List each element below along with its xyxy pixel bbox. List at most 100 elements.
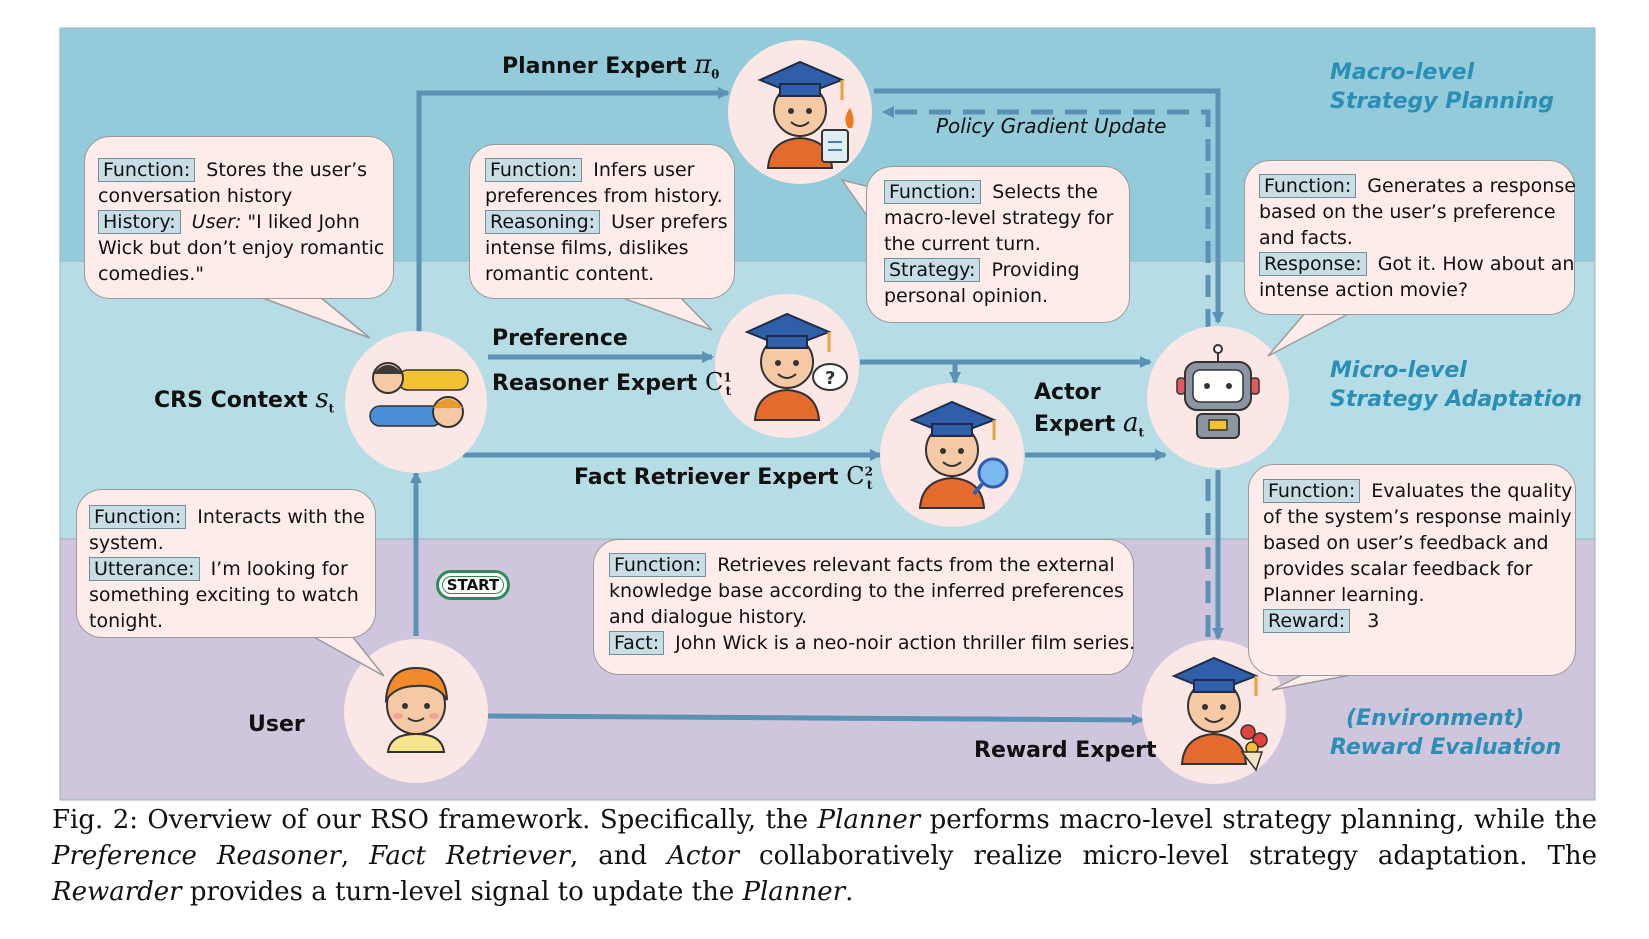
- bubble-line: something exciting to watch: [89, 582, 375, 608]
- bubble-fact: Function: Retrieves relevant facts from …: [593, 539, 1135, 675]
- arrow-crs-to-planner: [416, 87, 730, 332]
- bubble-line: Reasoning: User prefers: [485, 209, 734, 235]
- caption-italic: Fact Retriever: [369, 841, 570, 871]
- robot-icon: [1176, 344, 1260, 439]
- text-segment: Interacts with the: [191, 506, 365, 528]
- bubble-line: History: User: "I liked John: [98, 209, 393, 235]
- graduate-flowers-icon: [1171, 656, 1268, 772]
- figure-caption: Fig. 2: Overview of our RSO framework. S…: [52, 802, 1597, 910]
- caption-italic: Preference Reasoner: [52, 841, 341, 871]
- tail-actor: [1267, 311, 1353, 357]
- section-micro-line2: Strategy Adaptation: [1330, 387, 1583, 412]
- text-segment: I’m looking for: [204, 558, 348, 580]
- section-micro-line1: Micro-level: [1330, 358, 1467, 383]
- bubble-line: Response: Got it. How about an: [1259, 251, 1574, 277]
- bubble-line: preferences from history.: [485, 183, 734, 209]
- crs-label: CRS Context st: [154, 384, 334, 415]
- crs-symbol-sub: t: [328, 401, 335, 416]
- arrow-planner-to-actor: [874, 88, 1224, 324]
- planner-node: [728, 40, 872, 184]
- bubble-line: Fact: John Wick is a neo-noir action thr…: [609, 630, 1135, 656]
- section-reward: (Environment) Reward Evaluation: [1330, 704, 1561, 762]
- reward-node: [1142, 640, 1286, 784]
- field-tag: Response:: [1259, 252, 1367, 276]
- preference-symbol-sup: 1: [723, 370, 732, 385]
- fact-label: Fact Retriever Expert C2t: [574, 462, 873, 492]
- bubble-tails: [259, 178, 1357, 691]
- section-macro-line1: Macro-level: [1330, 60, 1475, 85]
- planner-label: Planner Expert πθ: [502, 50, 719, 81]
- text-segment: Generates a response: [1361, 175, 1576, 197]
- italic-text: User:: [191, 211, 242, 233]
- bubble-line: personal opinion.: [884, 283, 1129, 309]
- bubble-line: Function: Evaluates the quality: [1263, 478, 1575, 504]
- bubble-line: Function: Infers user: [485, 157, 734, 183]
- reward-label: Reward Expert: [974, 738, 1157, 763]
- text-segment: personal opinion.: [884, 285, 1049, 307]
- bubble-line: intense action movie?: [1259, 277, 1574, 303]
- field-tag: Function:: [98, 158, 196, 182]
- planner-name: Planner Expert: [502, 54, 687, 79]
- actor-symbol-sub: t: [1138, 425, 1144, 440]
- section-reward-line2: Reward Evaluation: [1330, 735, 1562, 760]
- text-segment: something exciting to watch: [89, 584, 359, 606]
- actor-symbol: a: [1122, 408, 1139, 438]
- fact-symbol-sup: 2: [864, 464, 873, 479]
- preference-symbol-sub: t: [725, 384, 732, 399]
- caption-italic: Planner: [817, 805, 921, 835]
- user-face-icon: [384, 666, 448, 753]
- caption-text: Fig. 2: Overview of our RSO framework. S…: [52, 805, 818, 835]
- start-label: START: [442, 576, 504, 594]
- text-segment: "I liked John: [241, 211, 360, 233]
- caption-text: .: [845, 877, 854, 907]
- section-reward-line1: (Environment): [1346, 706, 1525, 731]
- planner-symbol: π: [694, 50, 712, 80]
- bubble-line: Function: Selects the: [884, 179, 1129, 205]
- text-segment: intense action movie?: [1259, 279, 1469, 301]
- caption-italic: Actor: [667, 841, 740, 871]
- field-tag: Reward:: [1263, 609, 1351, 633]
- graduate-question-icon: ?: [744, 312, 848, 421]
- bubble-line: romantic content.: [485, 261, 734, 287]
- bubble-line: Utterance: I’m looking for: [89, 556, 375, 582]
- text-segment: preferences from history.: [485, 185, 723, 207]
- text-segment: Stores the user’s: [200, 159, 368, 181]
- bubble-line: Function: Retrieves relevant facts from …: [609, 552, 1133, 578]
- bubble-line: based on user’s feedback and: [1263, 530, 1575, 556]
- graduate-clipboard-fire-icon: [757, 60, 854, 169]
- fact-name: Fact Retriever Expert: [574, 465, 839, 490]
- user-label: User: [248, 712, 305, 737]
- text-segment: romantic content.: [485, 263, 655, 285]
- caption-text: collaboratively realize micro-level stra…: [739, 841, 1598, 871]
- policy-gradient-label: Policy Gradient Update: [936, 114, 1167, 138]
- bubble-line: Planner learning.: [1263, 582, 1575, 608]
- bubble-line: and facts.: [1259, 225, 1574, 251]
- bubble-line: provides scalar feedback for: [1263, 556, 1575, 582]
- bubble-line: based on the user’s preference: [1259, 199, 1574, 225]
- field-tag: Function:: [609, 553, 707, 577]
- text-segment: macro-level strategy for: [884, 207, 1114, 229]
- text-segment: User prefers: [605, 211, 728, 233]
- caption-text: performs macro-level strategy planning, …: [920, 805, 1597, 835]
- text-segment: based on user’s feedback and: [1263, 532, 1549, 554]
- bubble-line: the current turn.: [884, 231, 1129, 257]
- bubble-line: comedies.": [98, 261, 393, 287]
- field-tag: Utterance:: [89, 557, 200, 581]
- bubble-line: Function: Generates a response: [1259, 173, 1576, 199]
- text-segment: system.: [89, 532, 164, 554]
- caption-italic: Rewarder: [52, 877, 182, 907]
- bubble-line: Wick but don’t enjoy romantic: [98, 235, 393, 261]
- text-segment: tonight.: [89, 610, 163, 632]
- actor-label-line2: Expert at: [1034, 408, 1144, 439]
- caption-text: ,: [340, 841, 370, 871]
- text-segment: conversation history: [98, 185, 293, 207]
- bubble-line: intense films, dislikes: [485, 235, 734, 261]
- bubble-line: Strategy: Providing: [884, 257, 1129, 283]
- chat-people-icon: [369, 362, 469, 428]
- preference-label-line1: Preference: [492, 326, 628, 351]
